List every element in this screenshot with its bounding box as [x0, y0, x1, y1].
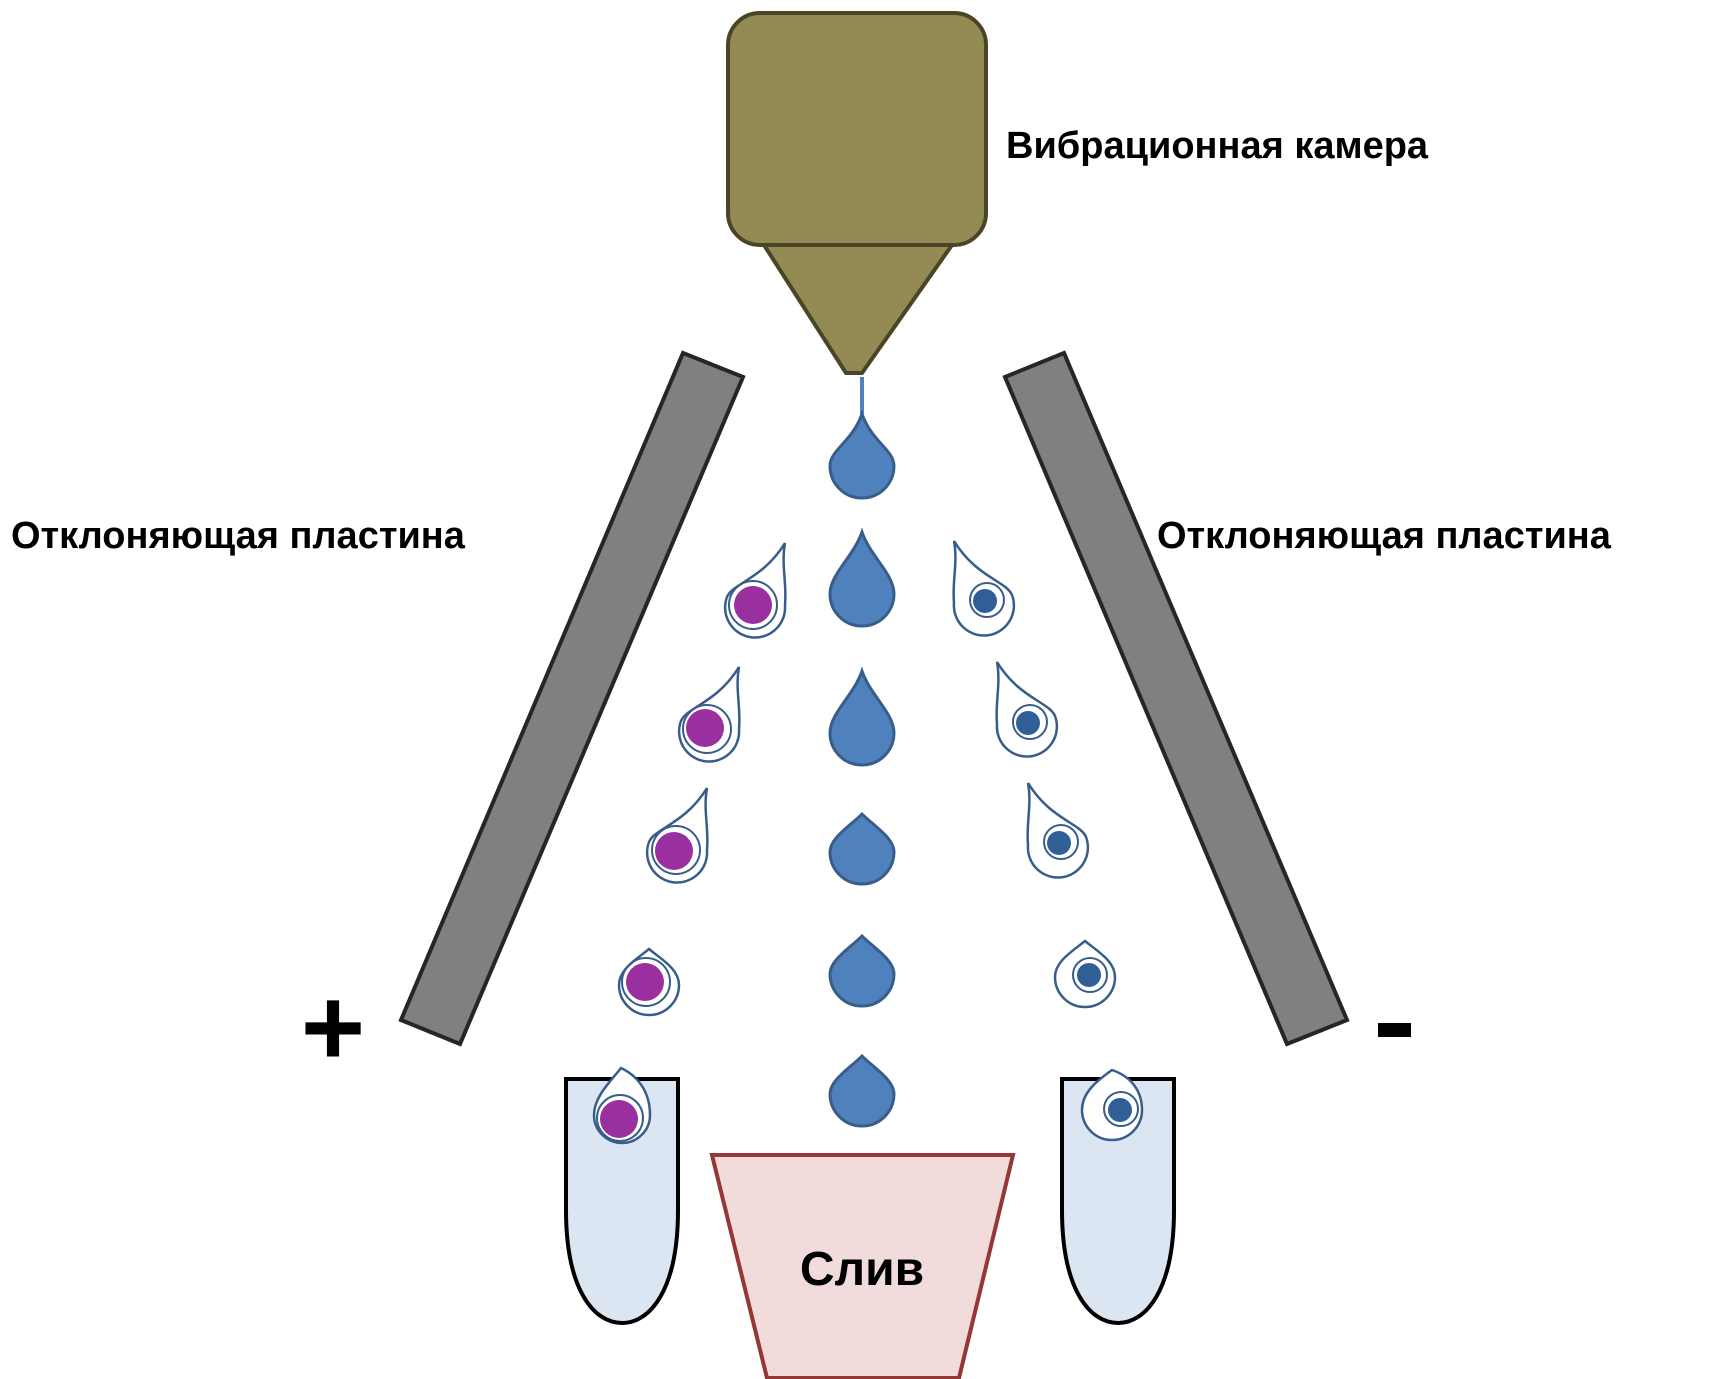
collection-tube-right [1062, 1070, 1174, 1323]
deflection-plate-right [1005, 353, 1347, 1044]
collection-tube-left [566, 1068, 678, 1323]
drain-label: Слив [800, 1243, 924, 1296]
droplet-with-cell [1028, 783, 1088, 877]
negative-cell [1108, 1098, 1132, 1122]
positive-cell [734, 586, 772, 624]
negative-cell [1047, 831, 1071, 855]
vibration-chamber [728, 13, 986, 373]
chamber-nozzle [764, 245, 952, 373]
positive-cell [686, 709, 724, 747]
droplet [830, 532, 894, 626]
negative-droplets [954, 541, 1115, 1007]
droplet [830, 814, 894, 884]
droplet [830, 414, 894, 498]
central-droplets [830, 414, 894, 1126]
negative-cell [973, 589, 997, 613]
positive-cell [600, 1100, 638, 1138]
negative-charge-sign [1378, 1023, 1411, 1037]
droplet-with-cell [725, 543, 785, 637]
droplet-with-cell [619, 949, 679, 1015]
droplet-with-cell [679, 667, 739, 761]
droplet [830, 936, 894, 1006]
droplet-with-cell [954, 541, 1014, 635]
positive-cell [655, 832, 693, 870]
droplet [830, 671, 894, 765]
positive-cell [626, 963, 664, 1001]
plate-right-label: Отклоняющая пластина [1157, 515, 1612, 557]
droplet [830, 1056, 894, 1126]
droplet-with-cell [997, 662, 1057, 756]
droplet-with-cell [647, 788, 707, 882]
negative-cell [1077, 963, 1101, 987]
negative-cell [1016, 711, 1040, 735]
plate-left-label: Отклоняющая пластина [11, 515, 466, 557]
chamber-body [728, 13, 986, 245]
positive-charge-sign: + [301, 966, 365, 1089]
chamber-label: Вибрационная камера [1006, 125, 1429, 167]
deflection-plate-left [401, 353, 743, 1044]
droplet-with-cell [1055, 941, 1115, 1007]
